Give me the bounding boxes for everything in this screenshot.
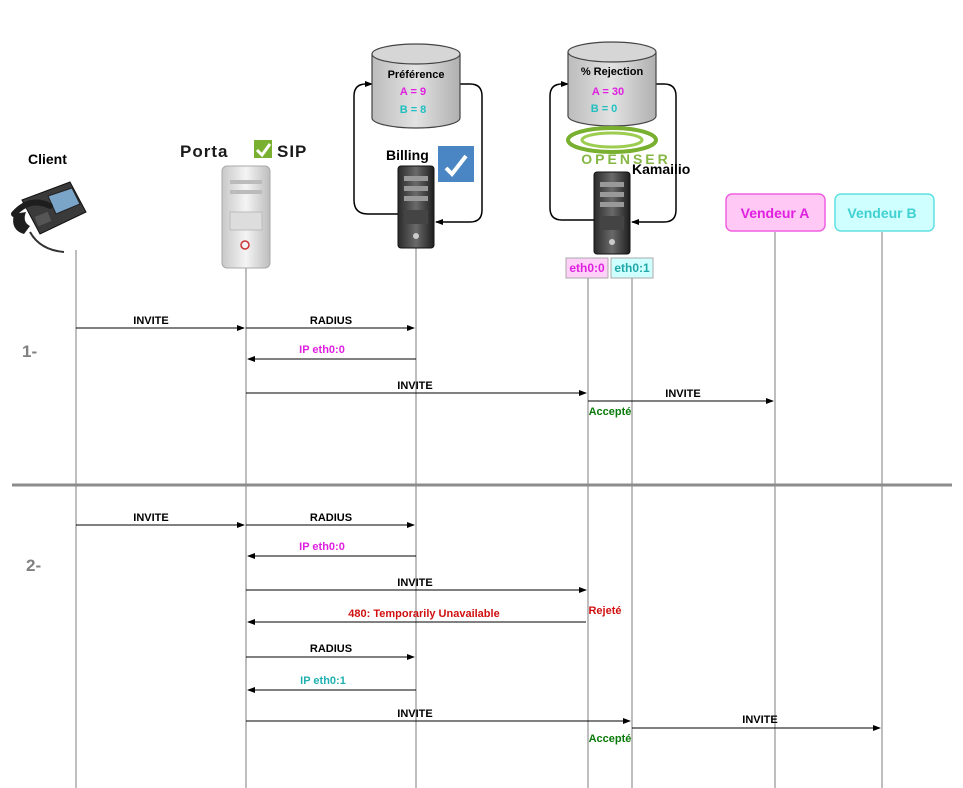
- openser-logo-icon: OPENSER: [566, 126, 670, 167]
- portasip-check-icon: [254, 140, 272, 158]
- server-icon-billing: [397, 165, 435, 249]
- msg-label: IP eth0:0: [299, 541, 345, 553]
- msg-label: INVITE: [397, 577, 432, 589]
- billing-db-a: A = 9: [400, 86, 426, 98]
- msg-label: INVITE: [742, 714, 777, 726]
- billing-logo-icon: [438, 146, 474, 182]
- kamailio-db-a: A = 30: [592, 86, 624, 98]
- vendor-a-actor: Vendeur A: [725, 193, 826, 232]
- msg-label: INVITE: [133, 512, 168, 524]
- kamailio-return-arrow: [631, 83, 677, 225]
- msg-label: INVITE: [665, 388, 700, 400]
- msg-label: RADIUS: [310, 643, 352, 655]
- msg-label: IP eth0:0: [299, 344, 345, 356]
- portasip-logo-left: Porta: [180, 142, 228, 161]
- openser-logo-text: OPENSER: [581, 151, 670, 167]
- msg-label: RADIUS: [310, 512, 352, 524]
- server-icon-portasip: [221, 165, 271, 269]
- iface-eth01-label: eth0:1: [614, 261, 650, 275]
- iface-eth00-label: eth0:0: [569, 261, 605, 275]
- database-icon-billing: Préférence A = 9 B = 8: [371, 43, 461, 129]
- msg-label: 480: Temporarily Unavailable: [348, 608, 499, 620]
- server-icon-kamailio: [593, 171, 631, 255]
- billing-db-b: B = 8: [400, 104, 427, 116]
- billing-actor: Préférence A = 9 B = 8 Billing: [353, 43, 483, 249]
- kamailio-actor: % Rejection A = 30 B = 0 OPENSER Kamaili…: [549, 41, 690, 279]
- msg-label: RADIUS: [310, 315, 352, 327]
- status-accepted-2: Accepté: [589, 733, 632, 745]
- status-accepted-1: Accepté: [589, 406, 632, 418]
- msg-label: INVITE: [133, 315, 168, 327]
- lifelines: [75, 232, 883, 788]
- vendor-a-label: Vendeur A: [741, 205, 810, 221]
- kamailio-label: Kamailio: [632, 161, 690, 177]
- msg-label: INVITE: [397, 708, 432, 720]
- kamailio-db-title: % Rejection: [581, 66, 644, 78]
- client-actor: Client: [11, 151, 87, 253]
- vendor-b-label: Vendeur B: [847, 205, 916, 221]
- billing-return-arrow: [435, 83, 483, 225]
- iface-eth01-badge: eth0:1: [610, 257, 654, 279]
- iface-eth00-badge: eth0:0: [565, 257, 609, 279]
- messages: INVITE RADIUS IP eth0:0 INVITE Accepté I…: [76, 315, 881, 745]
- section-label-1: 1-: [22, 342, 37, 361]
- portasip-actor: Porta SIP: [180, 140, 307, 269]
- msg-label: IP eth0:1: [300, 675, 346, 687]
- client-label: Client: [28, 151, 67, 167]
- section-label-2: 2-: [26, 556, 41, 575]
- vendor-b-actor: Vendeur B: [834, 193, 935, 232]
- msg-label: INVITE: [397, 380, 432, 392]
- kamailio-loop-arrow: [549, 81, 594, 221]
- status-rejected: Rejeté: [588, 605, 621, 617]
- billing-loop-arrow: [353, 81, 398, 215]
- kamailio-db-b: B = 0: [591, 103, 618, 115]
- portasip-logo-right: SIP: [277, 142, 307, 161]
- database-icon-kamailio: % Rejection A = 30 B = 0: [567, 41, 657, 127]
- billing-label: Billing: [386, 147, 429, 163]
- billing-db-title: Préférence: [388, 69, 445, 81]
- phone-icon: [11, 181, 87, 253]
